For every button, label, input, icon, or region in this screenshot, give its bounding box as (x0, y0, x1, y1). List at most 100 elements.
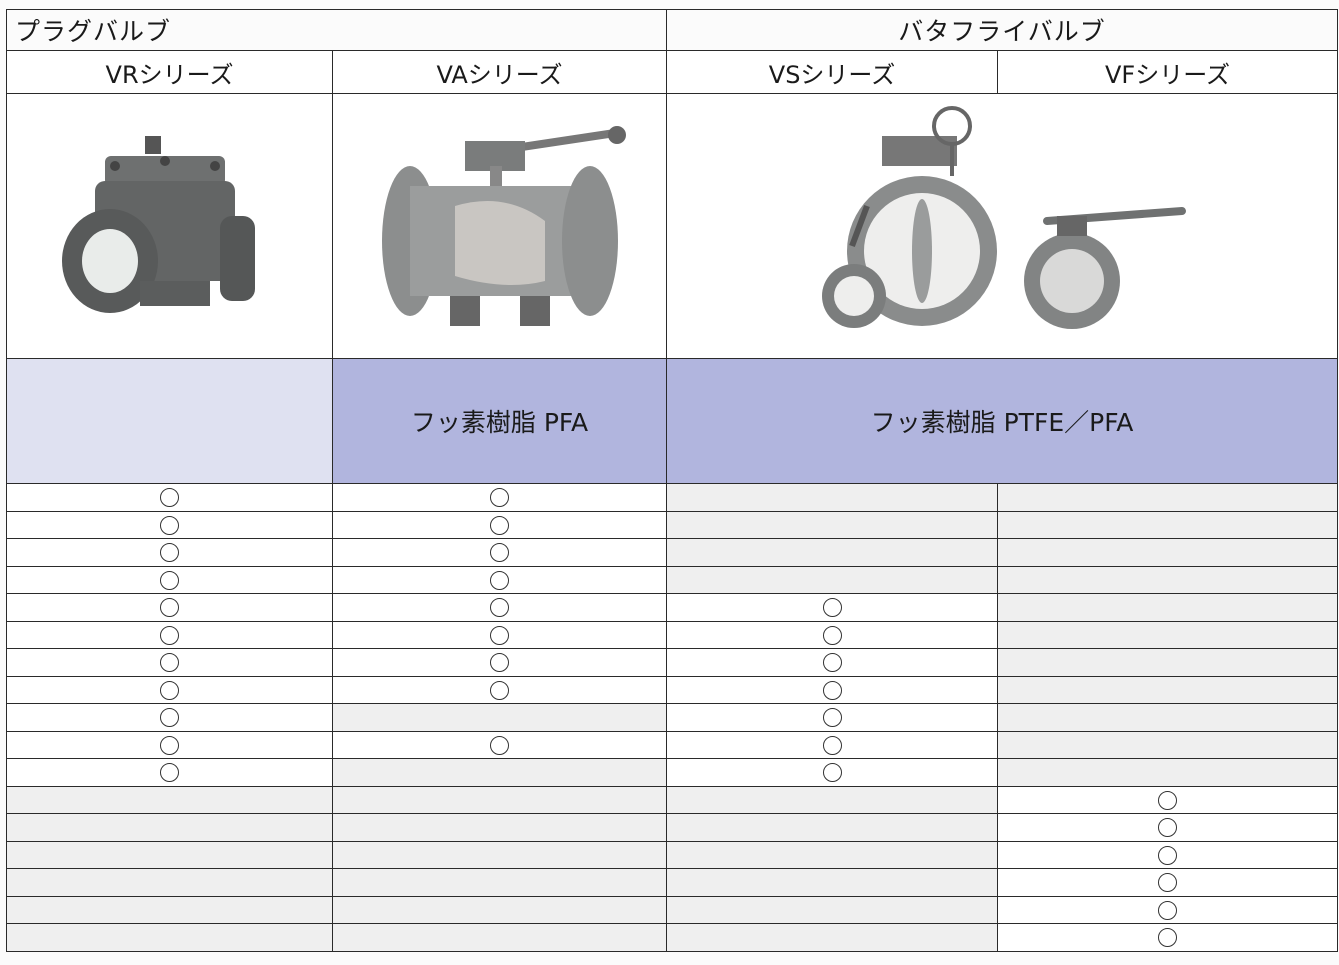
mark-cell (6, 895, 333, 924)
mark-cell (331, 785, 668, 814)
mark-row (6, 675, 1339, 704)
mark-row (6, 593, 1339, 622)
mark-row (6, 510, 1339, 539)
compatible-mark-icon (1158, 845, 1178, 865)
mark-cell (997, 483, 1339, 512)
mark-cell (6, 730, 333, 759)
series-header-va: VAシリーズ (331, 50, 668, 94)
mark-row (6, 565, 1339, 594)
mark-row (6, 758, 1339, 787)
mark-cell (6, 538, 333, 567)
mark-cell (997, 565, 1339, 594)
compatible-mark-icon (160, 488, 179, 508)
compatible-mark-icon (490, 653, 509, 673)
mark-cell (6, 675, 333, 704)
mark-cell (331, 868, 668, 897)
mark-cell (666, 840, 999, 869)
series-header-vr: VRシリーズ (6, 50, 333, 94)
mark-row (6, 840, 1339, 869)
compatible-mark-icon (490, 488, 509, 508)
mark-cell (6, 813, 333, 842)
butterfly-valve-group-header: バタフライバルブ (666, 9, 1339, 51)
group-header-row: プラグバルブ バタフライバルブ (5, 9, 1339, 51)
compatible-mark-icon (160, 653, 179, 673)
mark-cell (666, 483, 999, 512)
compatible-mark-icon (490, 680, 509, 700)
mark-cell (666, 758, 999, 787)
mark-cell (666, 675, 999, 704)
mark-cell (666, 538, 999, 567)
mark-row (6, 868, 1339, 897)
mark-cell (997, 758, 1339, 787)
mark-row (6, 703, 1339, 732)
mark-cell (666, 648, 999, 677)
mark-cell (997, 730, 1339, 759)
compatible-mark-icon (822, 735, 842, 755)
valve-spec-table: プラグバルブ バタフライバルブ VRシリーズ VAシリーズ VSシリーズ VFシ… (5, 9, 1339, 952)
ball-valve-va-image (331, 93, 668, 359)
mark-row (6, 538, 1339, 567)
mark-cell (997, 785, 1339, 814)
compatible-mark-icon (822, 625, 842, 645)
compatibility-marks (6, 483, 1339, 952)
compatible-mark-icon (822, 708, 842, 728)
plug-valve-icon (61, 136, 255, 313)
mark-row (6, 785, 1339, 814)
compatible-mark-icon (822, 763, 842, 783)
compatible-mark-icon (490, 515, 509, 535)
mark-cell (666, 510, 999, 539)
compatible-mark-icon (822, 653, 842, 673)
mark-cell (331, 675, 668, 704)
compatible-mark-icon (160, 543, 179, 563)
mark-cell (331, 813, 668, 842)
mark-cell (6, 510, 333, 539)
compatible-mark-icon (160, 625, 179, 645)
mark-cell (997, 703, 1339, 732)
compatible-mark-icon (490, 543, 509, 563)
mark-cell (997, 868, 1339, 897)
mark-cell (331, 538, 668, 567)
mark-row (6, 483, 1339, 512)
compatible-mark-icon (160, 708, 179, 728)
compatible-mark-icon (1158, 928, 1178, 948)
mark-cell (666, 868, 999, 897)
mark-cell (666, 785, 999, 814)
compatible-mark-icon (160, 680, 179, 700)
plug-valve-vr-image (6, 93, 333, 359)
material-row: フッ素樹脂 PFA フッ素樹脂 PTFE／PFA (6, 358, 1339, 484)
mark-cell (997, 675, 1339, 704)
compatible-mark-icon (490, 735, 509, 755)
mark-cell (666, 813, 999, 842)
butterfly-valve-icon (822, 106, 1187, 329)
compatible-mark-icon (490, 598, 509, 618)
mark-row (6, 730, 1339, 759)
compatible-mark-icon (822, 598, 842, 618)
series-header-vs: VSシリーズ (666, 50, 999, 94)
mark-cell (666, 620, 999, 649)
mark-cell (6, 648, 333, 677)
compatible-mark-icon (490, 625, 509, 645)
mark-cell (997, 593, 1339, 622)
mark-cell (331, 648, 668, 677)
mark-cell (6, 620, 333, 649)
mark-cell (331, 565, 668, 594)
mark-cell (331, 923, 668, 952)
material-butterfly: フッ素樹脂 PTFE／PFA (666, 358, 1339, 484)
mark-cell (331, 483, 668, 512)
series-header-vf: VFシリーズ (997, 50, 1339, 94)
compatible-mark-icon (1158, 900, 1178, 920)
mark-row (6, 895, 1339, 924)
mark-cell (331, 703, 668, 732)
mark-cell (997, 895, 1339, 924)
product-image-row (6, 93, 1339, 359)
mark-cell (6, 785, 333, 814)
mark-cell (997, 648, 1339, 677)
compatible-mark-icon (1158, 873, 1178, 893)
mark-cell (331, 758, 668, 787)
mark-cell (6, 923, 333, 952)
mark-cell (6, 868, 333, 897)
mark-cell (666, 565, 999, 594)
butterfly-valve-vs-vf-image (666, 93, 1339, 359)
mark-cell (666, 703, 999, 732)
